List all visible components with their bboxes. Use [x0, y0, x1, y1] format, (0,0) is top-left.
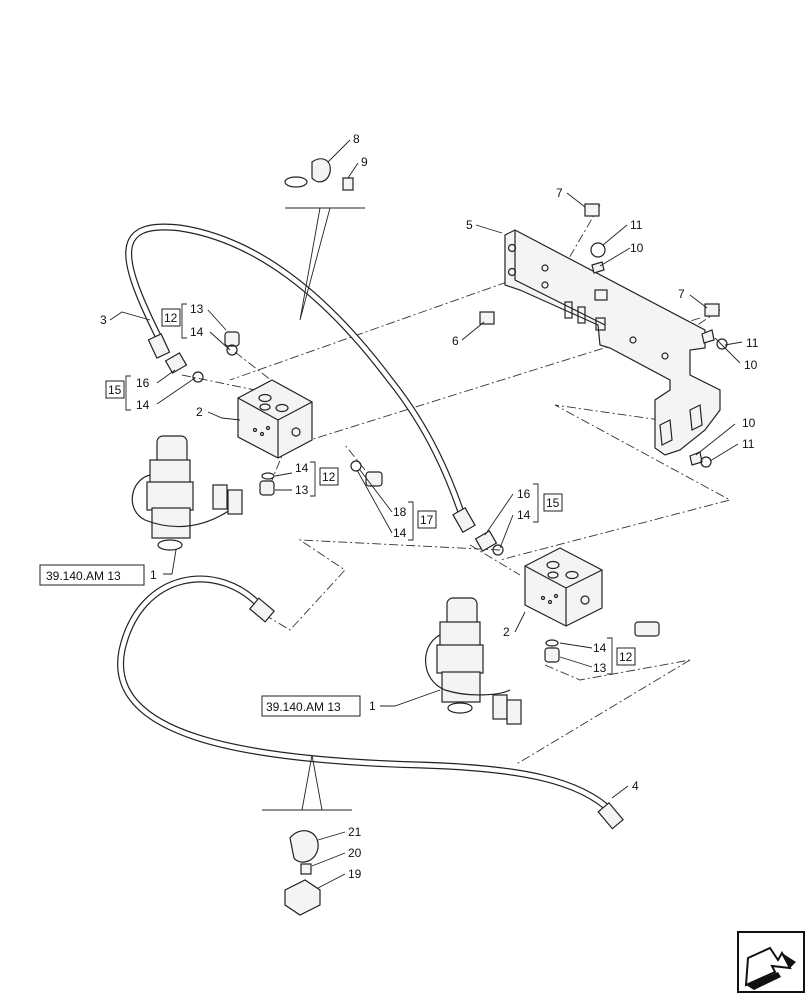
callout-7-right: 7 — [678, 287, 685, 301]
group-ref-12-a[interactable]: 12 — [164, 311, 178, 325]
group-ref-12-c[interactable]: 12 — [619, 650, 633, 664]
callout-16-a: 16 — [136, 376, 150, 390]
callout-8: 8 — [353, 132, 360, 146]
callout-14-a: 14 — [190, 325, 204, 339]
callout-14-b: 14 — [136, 398, 150, 412]
callout-11-lower: 11 — [742, 437, 755, 451]
valve-block-upper — [237, 379, 313, 459]
callout-13-a: 13 — [190, 302, 204, 316]
hose-4 — [117, 575, 624, 830]
callout-10-right: 10 — [744, 358, 758, 372]
callout-11-right: 11 — [746, 336, 759, 350]
callout-1-upper: 1 — [150, 568, 157, 582]
section-ref-upper[interactable]: 39.140.AM 13 — [46, 569, 121, 583]
callout-14-d: 14 — [517, 508, 531, 522]
group-ref-15-a[interactable]: 15 — [108, 383, 122, 397]
callout-16-b: 16 — [517, 487, 531, 501]
group-brackets — [125, 303, 613, 675]
callout-11-upper: 11 — [630, 218, 643, 232]
callout-10-lower: 10 — [742, 416, 756, 430]
group-ref-17[interactable]: 17 — [420, 513, 434, 527]
section-marks — [262, 207, 365, 811]
callout-18: 18 — [393, 505, 407, 519]
callout-14-f: 14 — [593, 641, 607, 655]
callout-13-b: 13 — [295, 483, 309, 497]
callout-14-e: 14 — [393, 526, 407, 540]
leader-lines — [109, 139, 743, 889]
solenoid-valve-lower — [425, 597, 522, 725]
valve-block-lower — [524, 547, 603, 627]
callouts: 8 9 7 5 11 10 7 3 13 14 6 11 10 16 14 2 … — [100, 132, 759, 881]
callout-6: 6 — [452, 334, 459, 348]
callout-4: 4 — [632, 779, 639, 793]
callout-2-lower: 2 — [503, 625, 510, 639]
solenoid-valve-upper — [131, 435, 243, 551]
hardware — [164, 158, 728, 916]
group-ref-12-b[interactable]: 12 — [322, 470, 336, 484]
group-ref-15-b[interactable]: 15 — [546, 496, 560, 510]
callout-10-upper: 10 — [630, 241, 644, 255]
callout-9: 9 — [361, 155, 368, 169]
callout-21: 21 — [348, 825, 362, 839]
next-page-arrow-icon[interactable] — [737, 931, 805, 993]
hose-3 — [125, 223, 476, 533]
group-references: 12 15 12 17 15 12 — [105, 308, 636, 666]
callout-13-c: 13 — [593, 661, 607, 675]
callout-2-upper: 2 — [196, 405, 203, 419]
section-references: 39.140.AM 13 39.140.AM 13 — [39, 564, 361, 717]
callout-14-c: 14 — [295, 461, 309, 475]
callout-1-lower: 1 — [369, 699, 376, 713]
callout-20: 20 — [348, 846, 362, 860]
mounting-bracket — [504, 229, 721, 456]
callout-7-upper: 7 — [556, 186, 563, 200]
callout-5: 5 — [466, 218, 473, 232]
section-ref-lower[interactable]: 39.140.AM 13 — [266, 700, 341, 714]
callout-3: 3 — [100, 313, 107, 327]
callout-19: 19 — [348, 867, 362, 881]
